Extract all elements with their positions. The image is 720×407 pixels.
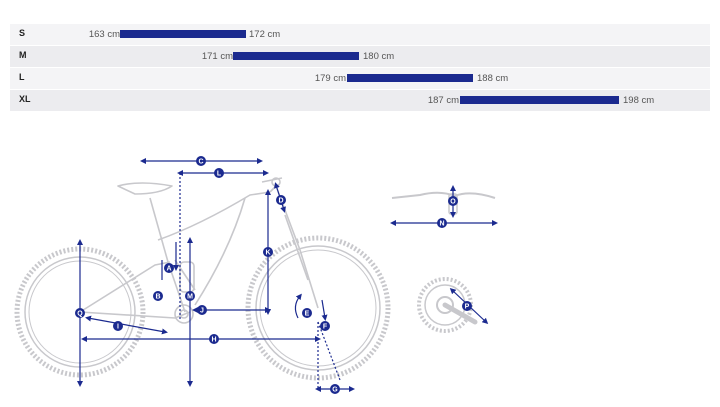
marker-d: D <box>276 195 286 205</box>
marker-f: F <box>320 321 330 331</box>
size-max-height: 180 cm <box>363 51 395 62</box>
marker-l: L <box>214 168 224 178</box>
handlebar-detail <box>391 191 496 215</box>
size-label: M <box>19 50 27 60</box>
size-min-height: 171 cm <box>201 51 233 62</box>
marker-label: E <box>305 311 310 318</box>
marker-label: K <box>265 250 270 257</box>
marker-j: J <box>197 305 207 315</box>
size-label: XL <box>19 94 31 104</box>
dimension-lines <box>77 158 498 392</box>
marker-q: Q <box>75 308 85 318</box>
size-min-height: 163 cm <box>88 29 120 40</box>
bike-geometry-diagram: A B C D E F G H I J K L M N O P Q <box>14 156 498 394</box>
size-label: S <box>19 28 26 38</box>
marker-e: E <box>302 308 312 318</box>
marker-label: I <box>117 324 119 331</box>
marker-label: M <box>187 294 193 301</box>
marker-label: Q <box>77 311 83 318</box>
marker-label: A <box>166 266 171 273</box>
size-row-s: S 163 cm 172 cm <box>10 24 710 46</box>
size-max-height: 188 cm <box>477 73 509 84</box>
marker-label: B <box>155 294 160 301</box>
size-row-l: L 179 cm 188 cm <box>10 68 710 90</box>
size-chart: S 163 cm 172 cm M 171 cm 180 cm L 179 cm… <box>10 24 710 112</box>
marker-label: H <box>211 337 216 344</box>
marker-label: C <box>198 159 203 166</box>
marker-k: K <box>263 247 273 257</box>
marker-g: G <box>330 384 340 394</box>
marker-label: L <box>217 171 222 178</box>
size-row-xl: XL 187 cm 198 cm <box>10 90 710 112</box>
size-range-bar <box>460 96 619 104</box>
size-range-bar <box>347 74 473 82</box>
size-row-m: M 171 cm 180 cm <box>10 46 710 68</box>
marker-b: B <box>153 291 163 301</box>
marker-m: M <box>185 291 195 301</box>
size-range-bar <box>120 30 246 38</box>
marker-o: O <box>448 196 458 206</box>
marker-label: N <box>439 221 444 228</box>
marker-c: C <box>196 156 206 166</box>
marker-label: G <box>332 387 338 394</box>
geometry-markers: A B C D E F G H I J K L M N O P Q <box>75 156 472 394</box>
marker-label: O <box>450 199 456 206</box>
marker-label: F <box>323 324 328 331</box>
marker-label: P <box>465 304 470 311</box>
marker-p: P <box>462 301 472 311</box>
size-min-height: 179 cm <box>314 73 346 84</box>
size-min-height: 187 cm <box>427 95 459 106</box>
marker-i: I <box>113 321 123 331</box>
size-range-bar <box>233 52 359 60</box>
marker-label: J <box>200 308 204 315</box>
marker-h: H <box>209 334 219 344</box>
size-max-height: 198 cm <box>623 95 655 106</box>
size-max-height: 172 cm <box>249 29 281 40</box>
marker-label: D <box>278 198 283 205</box>
marker-a: A <box>164 263 174 273</box>
marker-n: N <box>437 218 447 228</box>
size-label: L <box>19 72 25 82</box>
